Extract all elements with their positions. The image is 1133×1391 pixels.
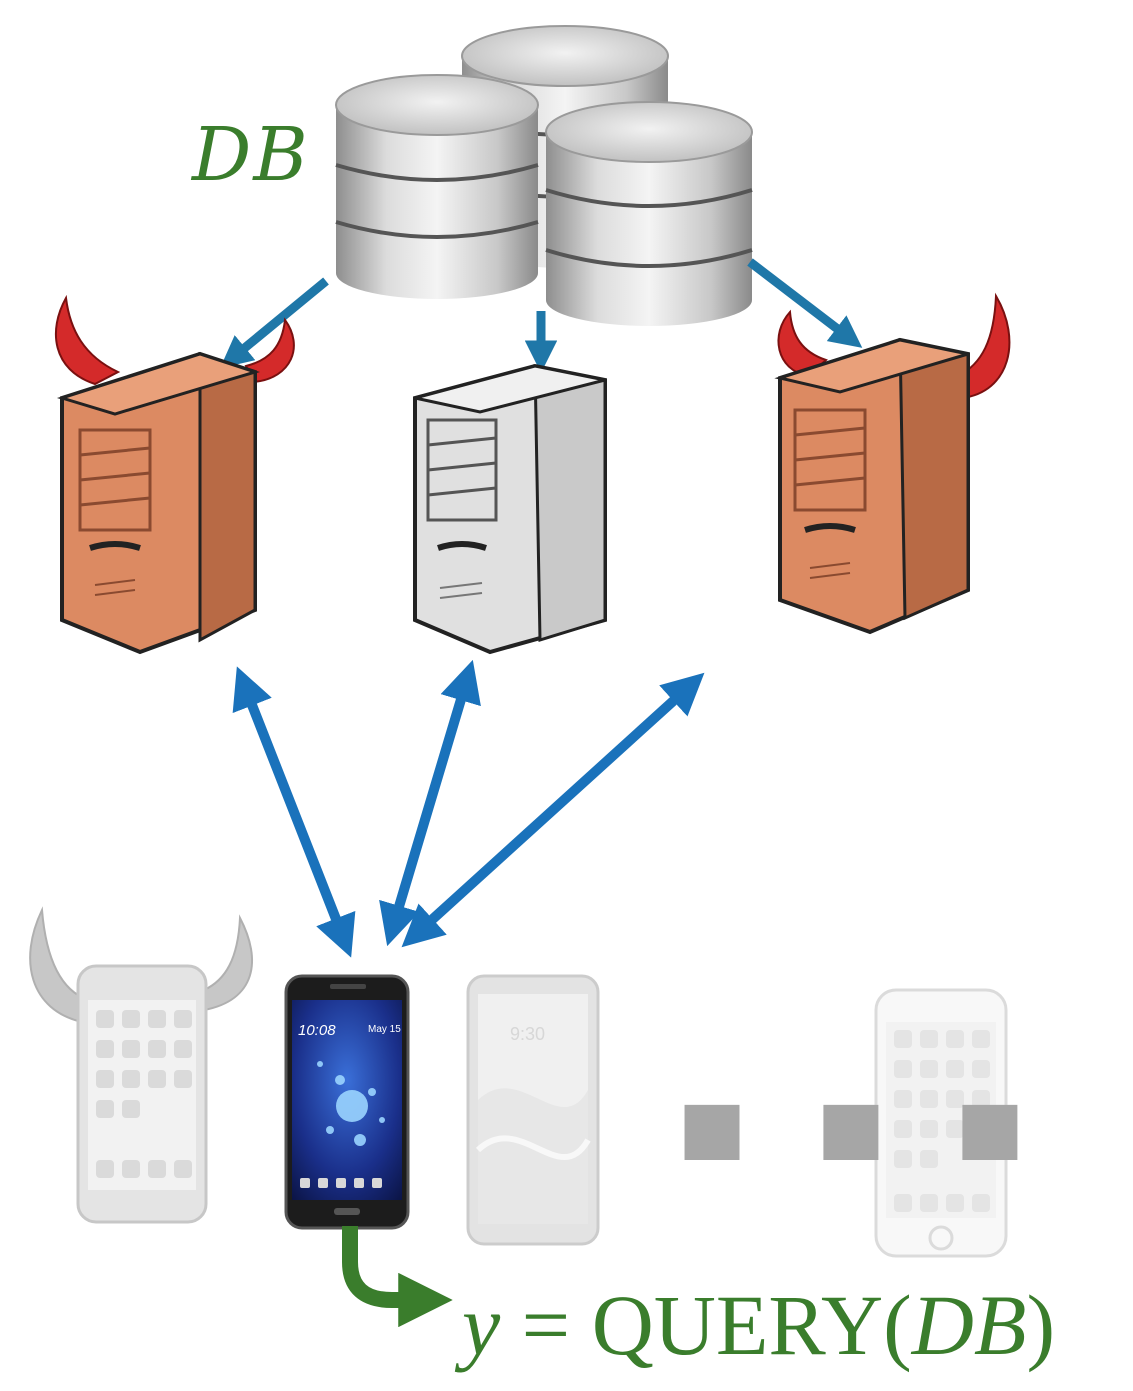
database-cylinder-left xyxy=(335,74,539,299)
query-result-formula: y = QUERY(DB) xyxy=(462,1282,1055,1368)
phone-server-arrows xyxy=(232,659,705,958)
db-to-server-arrows xyxy=(219,258,863,373)
horn-icon xyxy=(956,292,1011,400)
horn-icon xyxy=(29,906,90,1024)
horn-icon xyxy=(203,914,253,1012)
arrow-db-to-right-server xyxy=(747,258,863,348)
svg-text:10:08: 10:08 xyxy=(298,1022,336,1039)
arrow-phone-left-server xyxy=(232,666,356,958)
arrow-db-to-left-server xyxy=(219,277,329,369)
malicious-phone-icon xyxy=(29,906,253,1224)
database-stack-icon xyxy=(335,25,753,326)
database-cylinder-right xyxy=(545,101,753,326)
result-equals: = xyxy=(500,1277,592,1373)
db-label: DB xyxy=(192,112,310,198)
svg-text:May 15: May 15 xyxy=(368,1024,401,1035)
malicious-server-icon xyxy=(774,292,1011,635)
malicious-server-icon xyxy=(54,294,295,655)
result-close-paren: ) xyxy=(1026,1277,1056,1373)
phone-icon: 9:30 xyxy=(466,974,600,1246)
horn-icon xyxy=(54,294,121,386)
horn-icon xyxy=(777,309,828,378)
arrow-phone-right-server xyxy=(401,672,705,948)
output-arrow xyxy=(342,1226,453,1328)
horn-icon xyxy=(244,317,295,384)
result-variable: y xyxy=(462,1277,501,1373)
svg-text:9:30: 9:30 xyxy=(510,1024,545,1044)
honest-server-icon xyxy=(413,363,607,655)
result-query-fn: QUERY( xyxy=(591,1277,912,1373)
ellipsis-indicator: ■ ■ ■ xyxy=(678,1084,1048,1168)
phone-icon xyxy=(874,988,1008,1258)
user-phone-icon: 10:08 May 15 xyxy=(284,974,410,1230)
result-query-arg: DB xyxy=(911,1277,1027,1373)
